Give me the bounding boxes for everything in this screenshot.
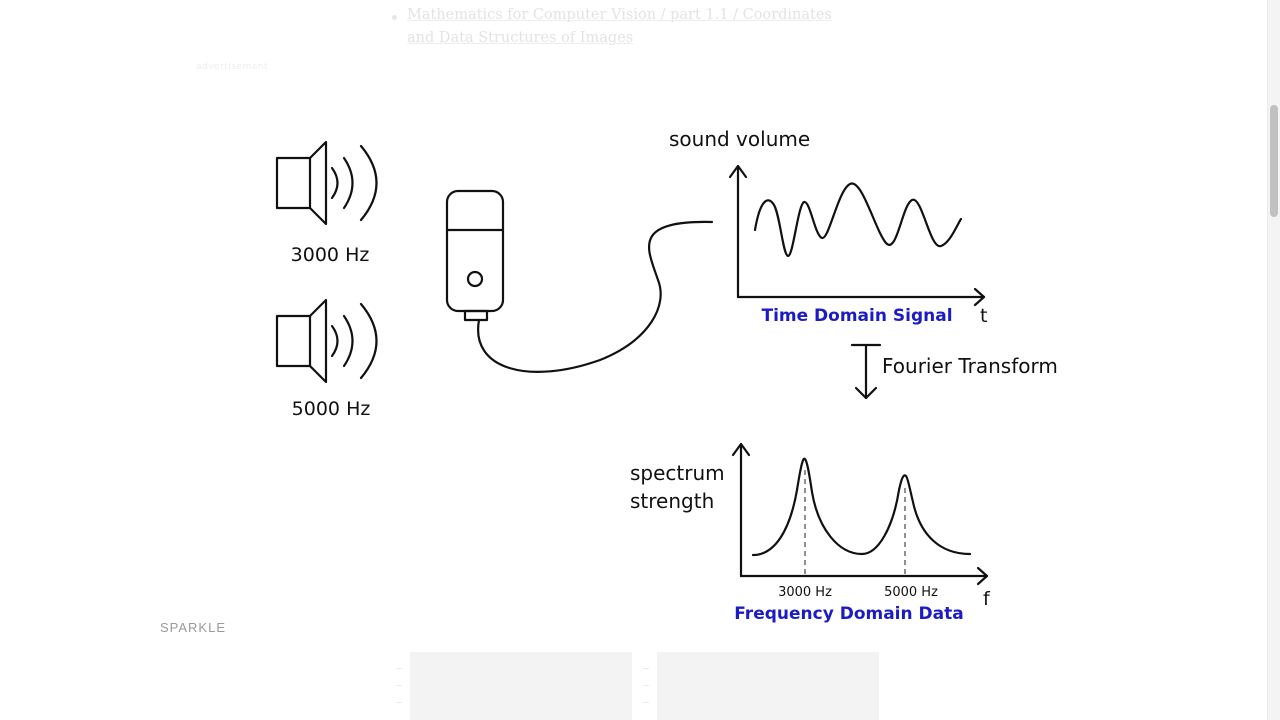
time-domain-waveform xyxy=(753,182,963,258)
frequency-domain-caption: Frequency Domain Data xyxy=(734,604,963,624)
thumbnail-axis-ticks xyxy=(392,652,406,720)
fourier-transform-label: Fourier Transform xyxy=(882,354,1058,378)
speaker-frequency-label: 3000 Hz xyxy=(291,244,370,266)
transform-arrow xyxy=(850,343,882,400)
time-domain-axes xyxy=(728,164,986,307)
frequency-domain-y-axis-label: strength xyxy=(630,489,714,513)
list-bullet xyxy=(392,15,397,20)
time-domain-x-axis-label: t xyxy=(980,305,987,327)
scrollbar-thumb[interactable] xyxy=(1270,105,1278,217)
frequency-domain-y-axis-label: spectrum xyxy=(630,461,725,485)
speaker-icon xyxy=(275,298,378,384)
thumbnail-axis-ticks xyxy=(639,652,653,720)
speaker-icon xyxy=(275,140,378,226)
frequency-domain-axes xyxy=(731,442,989,586)
time-domain-y-axis-label: sound volume xyxy=(669,127,810,151)
microphone-icon xyxy=(445,189,505,322)
frequency-spectrum-curve xyxy=(751,457,972,557)
speaker-frequency-label: 5000 Hz xyxy=(292,398,371,420)
small-caption: advertisement xyxy=(196,62,269,72)
frequency-peak-label: 3000 Hz xyxy=(778,585,832,600)
microphone-cable xyxy=(477,220,714,373)
time-domain-caption: Time Domain Signal xyxy=(761,306,952,326)
frequency-domain-x-axis-label: f xyxy=(983,588,991,610)
related-article-link[interactable]: Mathematics for Computer Vision / part 1… xyxy=(407,7,832,46)
section-label: SPARKLE xyxy=(160,620,227,635)
thumbnail-image[interactable] xyxy=(410,652,632,720)
frequency-peak-label: 5000 Hz xyxy=(884,585,938,600)
related-link-item: Mathematics for Computer Vision / part 1… xyxy=(392,4,862,50)
thumbnail-image[interactable] xyxy=(657,652,879,720)
